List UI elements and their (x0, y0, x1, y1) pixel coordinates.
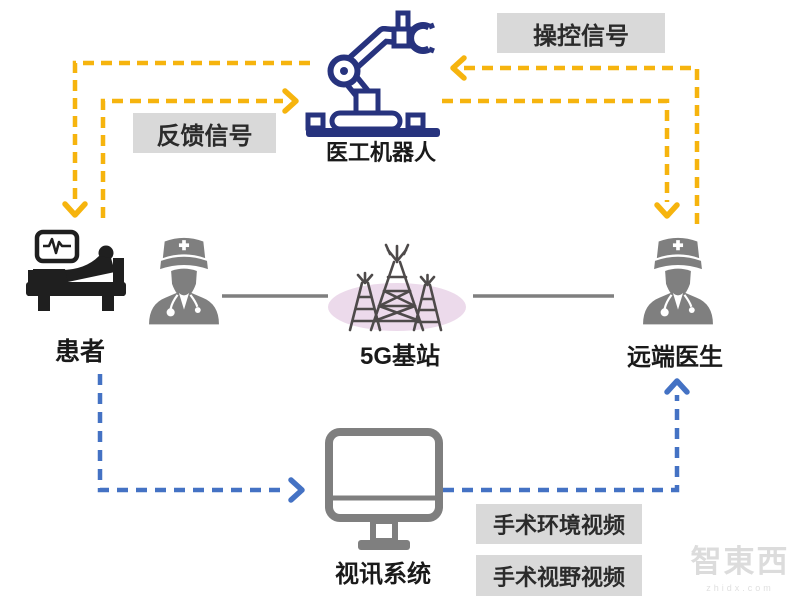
yellow-arrowheads (62, 55, 680, 219)
flow-feedback-line (100, 98, 283, 218)
local-doctor-icon (147, 236, 221, 326)
flow-control-line (463, 65, 700, 224)
remote-doctor-label: 远端医生 (627, 344, 723, 371)
flow-video-to-doctor-line (443, 395, 680, 493)
control-signal-tag: 操控信号 (497, 13, 665, 53)
arrow-down-remote-doctor (654, 202, 680, 219)
patient-label: 患者 (54, 338, 105, 366)
yellow-signal-flows (72, 60, 700, 224)
video-system-label: 视讯系统 (335, 561, 431, 588)
arrow-right-robot (282, 88, 299, 114)
remote-doctor-icon (641, 236, 715, 326)
patient-bed-icon (26, 229, 126, 311)
flow-robot-to-doctor-line (442, 98, 670, 202)
video-system-icon (325, 428, 443, 550)
watermark: 智東西 zhidx.com (678, 536, 800, 593)
blue-video-flows (97, 374, 680, 493)
arrow-right-video-system (288, 477, 305, 503)
blue-arrowheads (288, 378, 690, 503)
arrow-left-robot (450, 55, 467, 81)
arrow-up-remote-doctor (664, 378, 690, 395)
surgery-view-video-tag: 手术视野视频 (476, 555, 642, 596)
watermark-domain: zhidx.com (706, 583, 774, 593)
arrow-down-patient (62, 201, 88, 218)
flow-patient-to-video-line (97, 374, 288, 493)
robot-icon (305, 10, 440, 137)
robot-label: 医工机器人 (325, 140, 436, 165)
surgery-environment-video-tag: 手术环境视频 (476, 504, 642, 544)
base-station-label: 5G基站 (359, 343, 440, 370)
base-station-icon (328, 243, 466, 332)
feedback-signal-tag: 反馈信号 (133, 113, 276, 153)
watermark-logo: 智東西 (690, 544, 790, 579)
flow-robot-to-patient-line (72, 60, 310, 202)
